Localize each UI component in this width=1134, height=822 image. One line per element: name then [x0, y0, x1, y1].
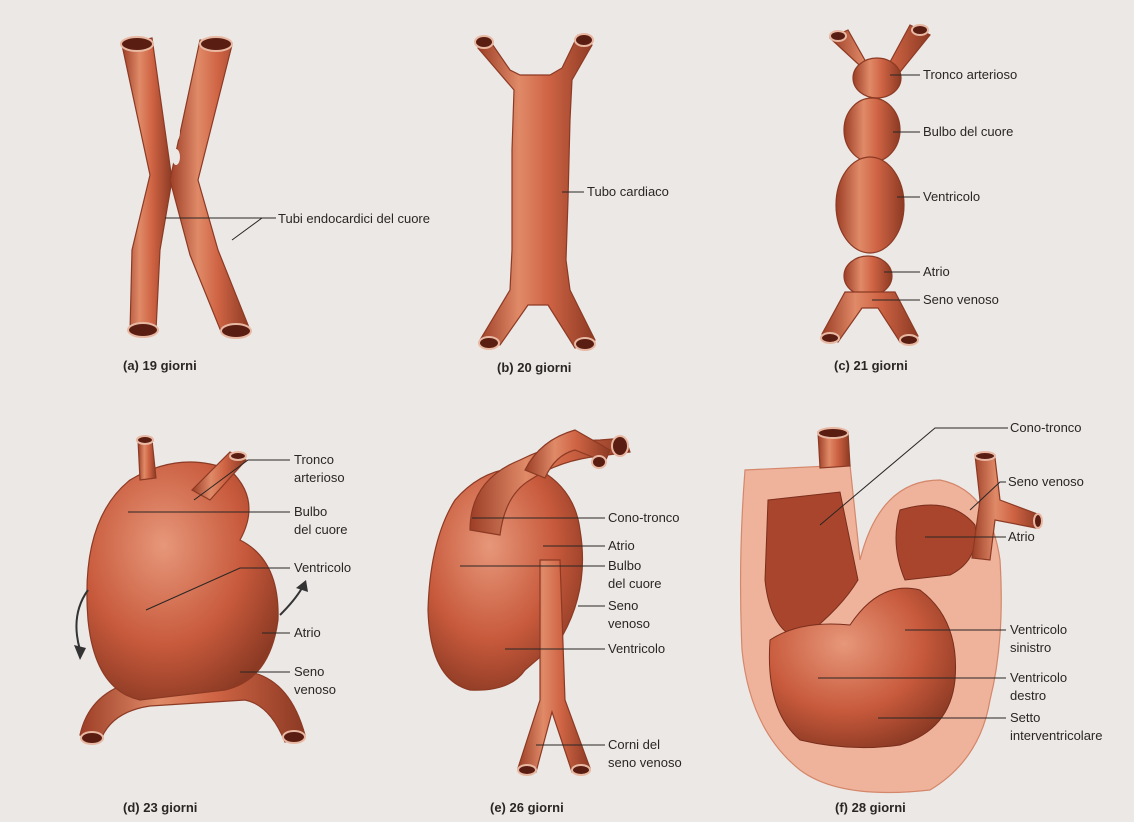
label-ventricolo-e: Ventricolo	[608, 641, 665, 656]
rotation-arrowhead-right	[296, 580, 308, 592]
gap-between-tubes-2	[172, 123, 180, 141]
label-bulbo-c: Bulbo del cuore	[923, 124, 1013, 139]
label-interventricolare-f: interventricolare	[1010, 728, 1103, 743]
label-seno-venoso-c: Seno venoso	[923, 292, 999, 307]
tube-e-opening-bottom-left	[518, 765, 536, 775]
tube-e-opening-top-right	[612, 436, 628, 456]
label-tronco-d: Tronco	[294, 452, 334, 467]
label-ventricolo-destro-1: Ventricolo	[1010, 670, 1067, 685]
tube-b-opening-top-left	[475, 36, 493, 48]
tube-d-opening-top-left	[137, 436, 153, 444]
left-tube-opening-top	[121, 37, 153, 51]
label-seno-d: Seno	[294, 664, 324, 679]
caption-c: (c) 21 giorni	[834, 358, 908, 373]
bulbus-cordis-c	[844, 98, 900, 162]
caption-e: (e) 26 giorni	[490, 800, 564, 815]
label-tubo-cardiaco: Tubo cardiaco	[587, 184, 669, 199]
sinus-venosus-vessel-f	[972, 455, 1040, 560]
tube-c-opening-top-left	[830, 31, 846, 41]
left-tube-opening-bottom	[128, 323, 158, 337]
caption-f: (f) 28 giorni	[835, 800, 906, 815]
label-corni-del-e: Corni del	[608, 737, 660, 752]
panel-a-annotations: Tubi endocardici del cuore (a) 19 giorni	[123, 211, 430, 373]
tube-f-opening-top	[818, 428, 848, 438]
label-tubi-endocardici: Tubi endocardici del cuore	[278, 211, 430, 226]
label-setto-f: Setto	[1010, 710, 1040, 725]
gap-between-tubes-3	[172, 149, 180, 165]
panel-e-illustration	[428, 430, 630, 775]
label-del-cuore-d: del cuore	[294, 522, 347, 537]
label-del-cuore-e: del cuore	[608, 576, 661, 591]
atrium-c	[844, 256, 892, 296]
tube-e-opening-bottom-right	[572, 765, 590, 775]
rotation-arrowhead-left	[74, 645, 86, 660]
tube-d-opening-bottom-right	[283, 731, 305, 743]
label-seno-venoso-e: seno venoso	[608, 755, 682, 770]
label-atrio-d: Atrio	[294, 625, 321, 640]
tube-c-opening-top-right	[912, 25, 928, 35]
label-ventricolo-c: Ventricolo	[923, 189, 980, 204]
caption-b: (b) 20 giorni	[497, 360, 571, 375]
tube-b-opening-top-right	[575, 34, 593, 46]
ventricle-bulb-d	[87, 462, 278, 700]
panel-f-illustration	[741, 428, 1042, 793]
rotation-arrow-left	[76, 590, 88, 650]
ventricle-c	[836, 157, 904, 253]
label-atrio-e: Atrio	[608, 538, 635, 553]
label-ventricolo-sinistro-1: Ventricolo	[1010, 622, 1067, 637]
right-tube-opening-top	[200, 37, 232, 51]
tube-c-opening-bottom-left	[821, 333, 839, 343]
right-endocardial-tube	[170, 40, 250, 334]
panel-c-illustration	[821, 25, 930, 345]
label-bulbo-d: Bulbo	[294, 504, 327, 519]
label-atrio-f: Atrio	[1008, 529, 1035, 544]
tube-c-opening-bottom-right	[900, 335, 918, 345]
tube-f-opening-right	[1034, 514, 1042, 528]
label-venoso-d: venoso	[294, 682, 336, 697]
tube-d-opening-bottom-left	[81, 732, 103, 744]
label-ventricolo-d: Ventricolo	[294, 560, 351, 575]
rotation-arrow-right	[280, 588, 302, 615]
left-endocardial-tube	[122, 38, 172, 332]
label-ventricolo-sinistro-2: sinistro	[1010, 640, 1051, 655]
label-atrio-c: Atrio	[923, 264, 950, 279]
tube-e-opening-top-mid	[592, 456, 606, 468]
label-tronco-arterioso-c: Tronco arterioso	[923, 67, 1017, 82]
tube-b-opening-bottom-right	[575, 338, 595, 350]
leader-tubi-right	[232, 218, 276, 240]
panel-a-illustration	[121, 37, 251, 338]
tube-d-opening-top-right	[230, 452, 246, 460]
right-tube-opening-bottom	[221, 324, 251, 338]
label-venoso-e: venoso	[608, 616, 650, 631]
label-arterioso-d: arterioso	[294, 470, 345, 485]
tube-b-opening-bottom-left	[479, 337, 499, 349]
label-bulbo-e: Bulbo	[608, 558, 641, 573]
label-cono-tronco-f: Cono-tronco	[1010, 420, 1082, 435]
caption-a: (a) 19 giorni	[123, 358, 197, 373]
label-cono-tronco-e: Cono-tronco	[608, 510, 680, 525]
caption-d: (d) 23 giorni	[123, 800, 197, 815]
truncus-d-left	[138, 440, 156, 480]
label-seno-venoso-f: Seno venoso	[1008, 474, 1084, 489]
tube-f-opening-top-right	[975, 452, 995, 460]
gap-between-tubes-1	[172, 100, 180, 116]
truncus-arteriosus-c	[853, 58, 901, 98]
label-ventricolo-destro-2: destro	[1010, 688, 1046, 703]
label-seno-e: Seno	[608, 598, 638, 613]
